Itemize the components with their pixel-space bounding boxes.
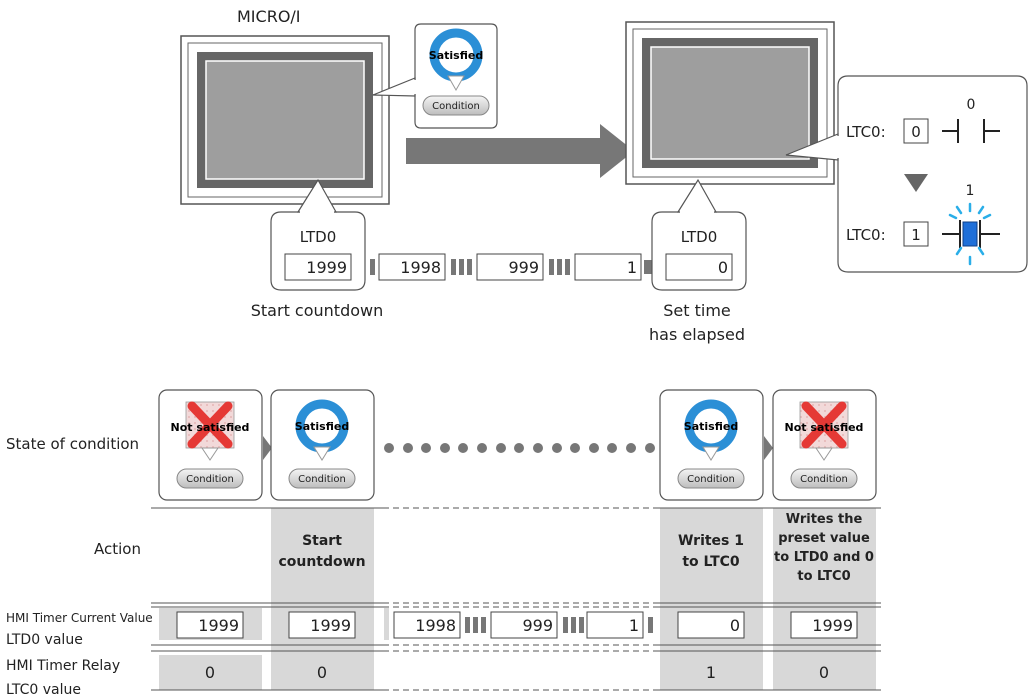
ltc0-row-value-1: 0 [205,663,215,682]
ltd0-value-999: 999 [508,258,539,277]
satisfied-text-2: Satisfied [295,420,349,433]
action-start-line1: Start [302,533,342,549]
contact-value-off: 0 [967,97,976,113]
ltd0-row-value-7: 1999 [812,616,853,635]
ellipsis-dots [384,443,655,453]
row-label-relay-2: LTC0 value [6,682,81,698]
condition-pill: Condition [432,101,480,112]
countdown-sequence: 1998 999 1 [370,253,664,281]
row-label-action: Action [94,540,141,558]
relay-value-off: 0 [911,123,921,141]
relay-label-off: LTC0: [846,123,886,141]
down-arrow-icon [904,174,928,192]
state-card-not-satisfied-4: Not satisfied Condition [772,389,877,501]
not-satisfied-text-4: Not satisfied [785,421,864,434]
action-write-line1: Writes 1 [678,533,744,549]
transition-arrow-icon [406,124,634,178]
action-preset-line1: Writes the [786,512,863,527]
state-arrow-icon-2 [764,436,773,460]
state-card-satisfied-2: Satisfied Condition [270,389,375,501]
row-label-state: State of condition [6,435,139,453]
right-monitor [625,21,835,185]
action-write-line2: to LTC0 [682,554,740,570]
cross-icon-4 [801,401,847,449]
ltd0-row-value-6: 0 [730,616,740,635]
ltd0-value-1998: 1998 [400,258,441,277]
action-start-line2: countdown [278,554,365,570]
elapsed-caption-line2: has elapsed [649,325,745,344]
ltd0-value-1: 1 [627,258,637,277]
ltc0-row-value-2: 0 [317,663,327,682]
ltd0-row-value-2: 1999 [310,616,351,635]
row-label-relay-1: HMI Timer Relay [6,658,120,674]
shaded-columns [159,508,876,690]
ltc0-row-value-4: 0 [819,663,829,682]
ltd0-row-value-1: 1999 [198,616,239,635]
not-satisfied-text-1: Not satisfied [171,421,250,434]
satisfied-text-3: Satisfied [684,420,738,433]
relay-callout: LTC0: 0 0 LTC0: 1 1 [785,75,1028,273]
row-label-current-2: LTD0 value [6,632,83,648]
relay-label-on: LTC0: [846,226,886,244]
state-card-satisfied-3: Satisfied Condition [659,389,764,501]
satisfied-text: Satisfied [429,49,483,62]
row-dividers [151,507,881,691]
ltd0-row-value-3: 1998 [415,616,456,635]
ltd0-label-end: LTD0 [681,228,718,246]
micro-i-label: MICRO/I [237,7,301,26]
ltd0-row-value-5: 1 [629,616,639,635]
condition-pill-4: Condition [800,474,848,485]
closed-contact-icon [942,202,1000,266]
condition-pill-3: Condition [687,474,735,485]
relay-value-on: 1 [911,226,921,244]
action-preset-line4: to LTC0 [797,569,850,584]
left-monitor [180,35,390,205]
action-preset-line3: to LTD0 and 0 [774,550,874,565]
condition-pill-2: Condition [298,474,346,485]
contact-value-on: 1 [966,183,975,199]
state-arrow-icon-1 [263,436,272,460]
ltd0-value-row: 1999 1999 1998 999 1 0 1999 [176,611,858,639]
ltd0-row-value-4: 999 [522,616,553,635]
elapsed-caption-line1: Set time [663,301,731,320]
condition-pill-1: Condition [186,474,234,485]
row-label-current-1: HMI Timer Current Value [6,611,153,625]
state-card-not-satisfied-1: Not satisfied Condition [158,389,263,501]
ltd0-value-start: 1999 [306,258,347,277]
ltc0-row-value-3: 1 [706,663,716,682]
ltd0-callout-end: LTD0 0 [651,178,747,291]
open-contact-icon [942,119,1000,143]
ltd0-label-start: LTD0 [300,228,337,246]
start-countdown-caption: Start countdown [251,301,383,320]
top-satisfied-callout: Satisfied Condition [372,23,498,129]
ltd0-callout-start: LTD0 1999 [270,178,366,291]
action-preset-line2: preset value [778,531,870,546]
ltd0-value-end: 0 [718,258,728,277]
cross-icon [187,401,233,449]
